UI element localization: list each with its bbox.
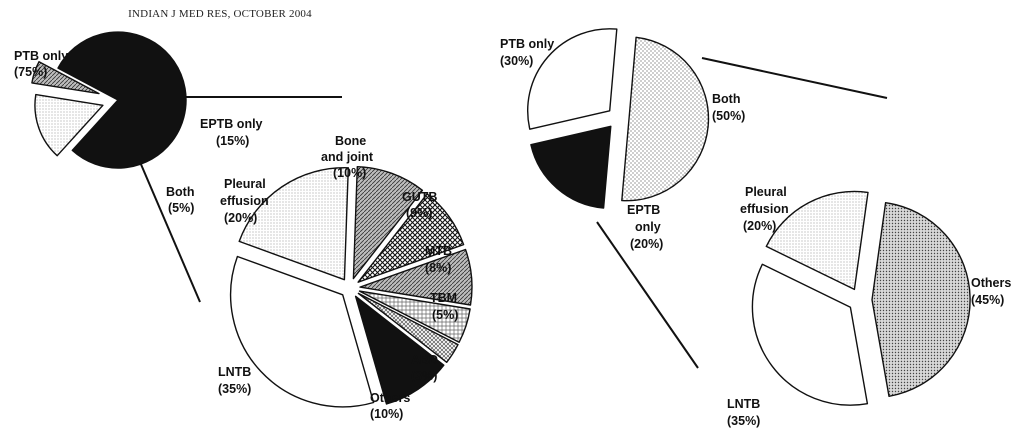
value-pleural-effusion: (20%) (224, 211, 257, 225)
pie4-slice-lntb (751, 263, 869, 406)
pie3-slice-both (621, 36, 710, 202)
label-eptb-only-2a: EPTB (627, 203, 660, 217)
label-ptb-only: PTB only (14, 49, 68, 63)
pie1-slice-both (31, 61, 100, 95)
pie4-slice-pleural-effusion (765, 190, 869, 291)
pie2-slice-bone-and-joint (352, 166, 424, 280)
pie2-slice-pleural-effusion (238, 167, 349, 281)
value-eptb-only: (15%) (216, 134, 249, 148)
label-others-2: Others (971, 276, 1011, 290)
value-eptb-only-2: (20%) (630, 237, 663, 251)
label-both-2: Both (712, 92, 740, 106)
value-abd: (3%) (411, 369, 437, 383)
pie-slices (31, 28, 971, 408)
label-abd: ABD (411, 353, 438, 367)
value-ptb-only: (75%) (14, 65, 47, 79)
label-both: Both (166, 185, 194, 199)
value-others-2: (45%) (971, 293, 1004, 307)
pie2-slice-abd (357, 292, 459, 363)
leader-line (701, 57, 888, 99)
value-both-2: (50%) (712, 109, 745, 123)
label-pleural-effusion-4: effusion (740, 202, 789, 216)
label-ptb-only-2: PTB only (500, 37, 554, 51)
value-lntb: (35%) (218, 382, 251, 396)
journal-header: INDIAN J MED RES, OCTOBER 2004 (128, 8, 312, 20)
label-pleural-effusion-3: Pleural (745, 185, 787, 199)
value-pleural-effusion-2: (20%) (743, 219, 776, 233)
label-gutb: GUTB (402, 190, 437, 204)
pie3-slice-eptb-only (530, 125, 612, 209)
value-both: (5%) (168, 201, 194, 215)
leader-line (139, 161, 201, 303)
value-lntb-2: (35%) (727, 414, 760, 428)
value-mtb: (8%) (425, 261, 451, 275)
pie2-slice-tbm (358, 290, 471, 343)
label-pleural-effusion-2: effusion (220, 194, 269, 208)
label-bone-and-joint-1: Bone (335, 134, 366, 148)
label-eptb-only: EPTB only (200, 117, 263, 131)
pie2-slice-gutb (357, 193, 465, 283)
pie2-slice-mtb (359, 248, 473, 306)
label-tbm: TBM (430, 291, 457, 305)
leader-line (596, 221, 699, 369)
label-bone-and-joint-2: and joint (321, 150, 374, 164)
pie2-slice-lntb (229, 255, 375, 408)
value-tbm: (5%) (432, 308, 458, 322)
pie1-slice-eptb-only (34, 93, 104, 157)
label-others: Others (370, 391, 410, 405)
label-lntb-2: LNTB (727, 397, 760, 411)
value-bone-and-joint: (10%) (333, 166, 366, 180)
value-gutb: (9%) (406, 206, 432, 220)
value-others: (10%) (370, 407, 403, 421)
pie2-slice-others (354, 295, 445, 405)
label-pleural-effusion-1: Pleural (224, 177, 266, 191)
value-ptb-only-2: (30%) (500, 54, 533, 68)
pie1-slice-ptb-only (57, 31, 187, 169)
label-lntb: LNTB (218, 365, 251, 379)
label-mtb: MTB (425, 244, 452, 258)
label-eptb-only-2b: only (635, 220, 661, 234)
pie4-slice-others (871, 202, 971, 397)
pie3-slice-ptb-only (527, 28, 618, 130)
